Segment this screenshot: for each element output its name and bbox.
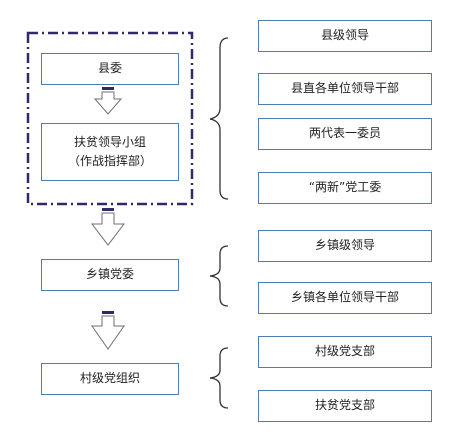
brace-icon-township [209,245,229,307]
node-label: 村级党支部 [314,344,375,359]
node-label: 乡镇级领导 [314,238,375,253]
node-village-branch: 村级党支部 [258,336,432,368]
node-township-committee: 乡镇党委 [41,259,179,291]
node-poverty-branch: 扶贫党支部 [258,390,432,422]
node-label: 村级党组织 [79,371,140,386]
node-village-org: 村级党组织 [41,363,179,395]
node-label: 乡镇各单位领导干部 [290,290,399,305]
node-label: 扶贫党支部 [314,398,375,413]
node-county-committee: 县委 [41,53,179,85]
node-label: 两代表一委员 [308,126,381,141]
node-township-unit-cadres: 乡镇各单位领导干部 [258,282,432,314]
node-label: “两新”党工委 [308,180,382,195]
node-label: 县委 [97,61,122,76]
node-two-new-committee: “两新”党工委 [258,172,432,204]
node-label-line1: 扶贫领导小组 [73,134,146,149]
node-label: 乡镇党委 [85,267,134,282]
brace-icon-village [209,347,229,409]
node-label-line2: （作战指挥部） [67,154,152,168]
node-township-leaders: 乡镇级领导 [258,230,432,262]
arrow-down-icon-1 [93,87,123,115]
node-poverty-group: 扶贫领导小组 （作战指挥部） [41,123,179,181]
node-label: 县直各单位领导干部 [290,81,399,96]
arrow-down-icon-3 [91,311,125,350]
brace-icon-county [209,37,229,200]
node-county-leaders: 县级领导 [258,20,432,52]
arrow-down-icon-2 [90,208,126,246]
node-county-unit-cadres: 县直各单位领导干部 [258,73,432,105]
group-frame [26,31,194,206]
node-label: 县级领导 [320,28,369,43]
node-two-reps: 两代表一委员 [258,118,432,150]
